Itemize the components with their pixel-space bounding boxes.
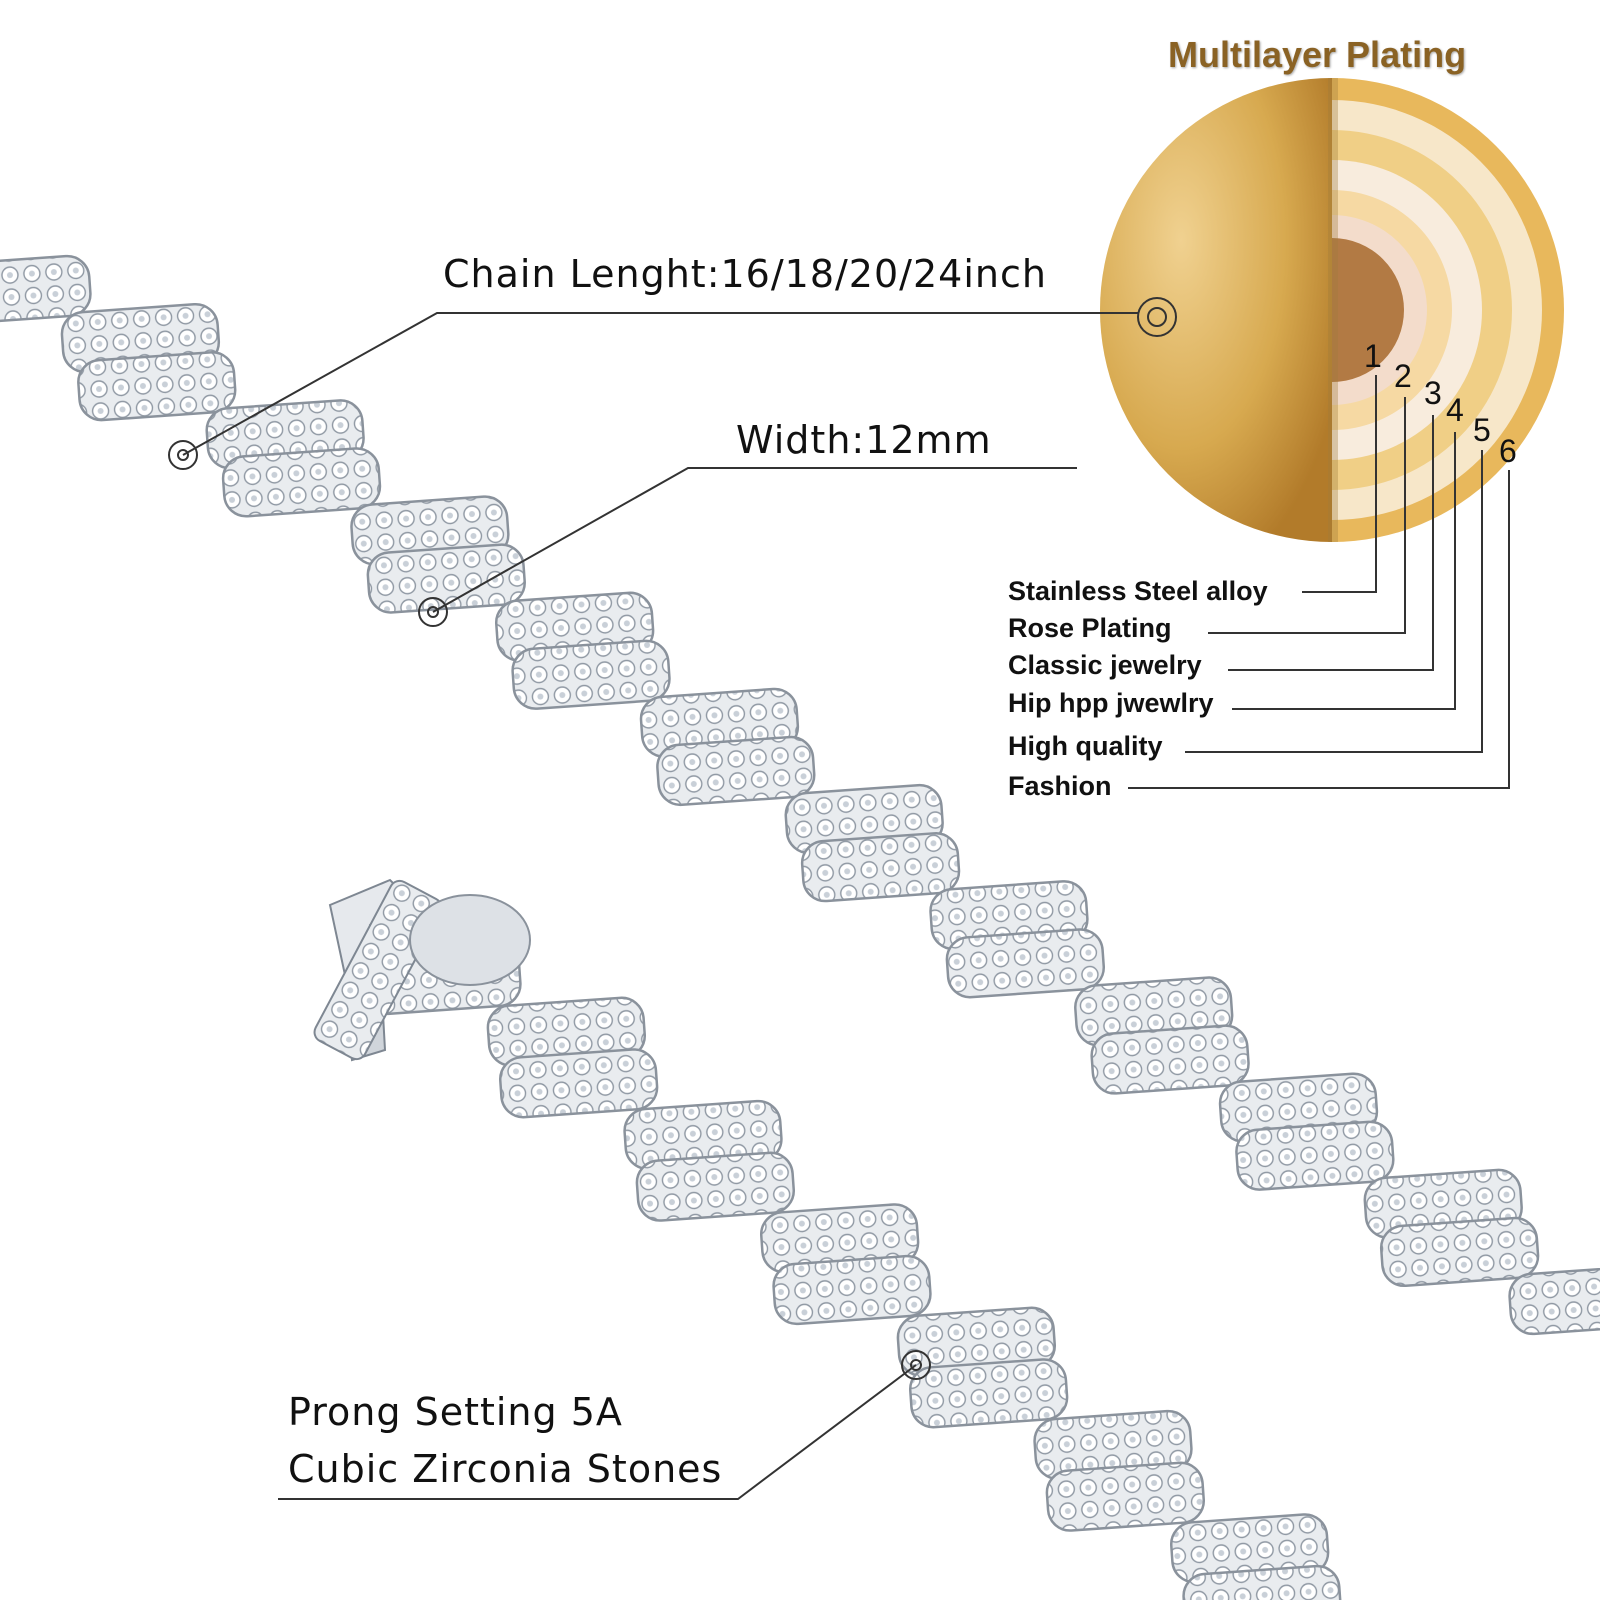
layer-label-4: Hip hpp jwewlry (1008, 688, 1214, 718)
upper-chain-link (656, 735, 816, 807)
upper-chain-link (1235, 1120, 1395, 1191)
upper-chain-link (221, 447, 382, 518)
upper-chain-link (1379, 1216, 1540, 1288)
upper-chain-link (511, 639, 671, 710)
stones-label-line1: Prong Setting 5A (288, 1390, 623, 1434)
upper-chain-link (77, 351, 237, 422)
upper-chain-link (800, 832, 961, 903)
chain-strand-lower (362, 944, 1342, 1600)
lower-chain-link (1182, 1564, 1342, 1600)
layer-number-1: 1 (1364, 338, 1382, 374)
plating-disc (1100, 78, 1564, 542)
lower-chain-link (772, 1254, 932, 1326)
layer-number-4: 4 (1446, 392, 1464, 428)
layer-number-6: 6 (1499, 433, 1517, 469)
lower-chain-link (498, 1048, 659, 1119)
layer-label-2: Rose Plating (1008, 613, 1172, 643)
layer-number-2: 2 (1394, 358, 1412, 394)
layer-number-3: 3 (1424, 375, 1442, 411)
layer-number-5: 5 (1473, 412, 1491, 448)
upper-chain-link (1508, 1264, 1600, 1336)
upper-chain-link (945, 928, 1106, 999)
layer-label-6: Fashion (1008, 771, 1112, 801)
chain-width-label: Width:12mm (736, 418, 992, 462)
layer-label-1: Stainless Steel alloy (1008, 576, 1268, 606)
stones-label-line2: Cubic Zirconia Stones (288, 1447, 723, 1491)
layer-label-3: Classic jewelry (1008, 650, 1202, 680)
lower-chain-link (908, 1358, 1069, 1429)
upper-chain-link (1090, 1024, 1250, 1095)
lower-chain-link (1045, 1461, 1206, 1532)
upper-chain-link (366, 543, 526, 614)
upper-chain-link (0, 254, 92, 326)
chain-strand-upper (0, 254, 1600, 1336)
layer-label-5: High quality (1008, 731, 1163, 761)
chain-length-label: Chain Lenght:16/18/20/24inch (443, 252, 1047, 296)
lower-chain-link (635, 1151, 796, 1222)
chain-clasp (313, 878, 531, 1062)
callout-lines (168, 312, 1510, 1500)
plating-title: Multilayer Plating (1168, 34, 1467, 75)
